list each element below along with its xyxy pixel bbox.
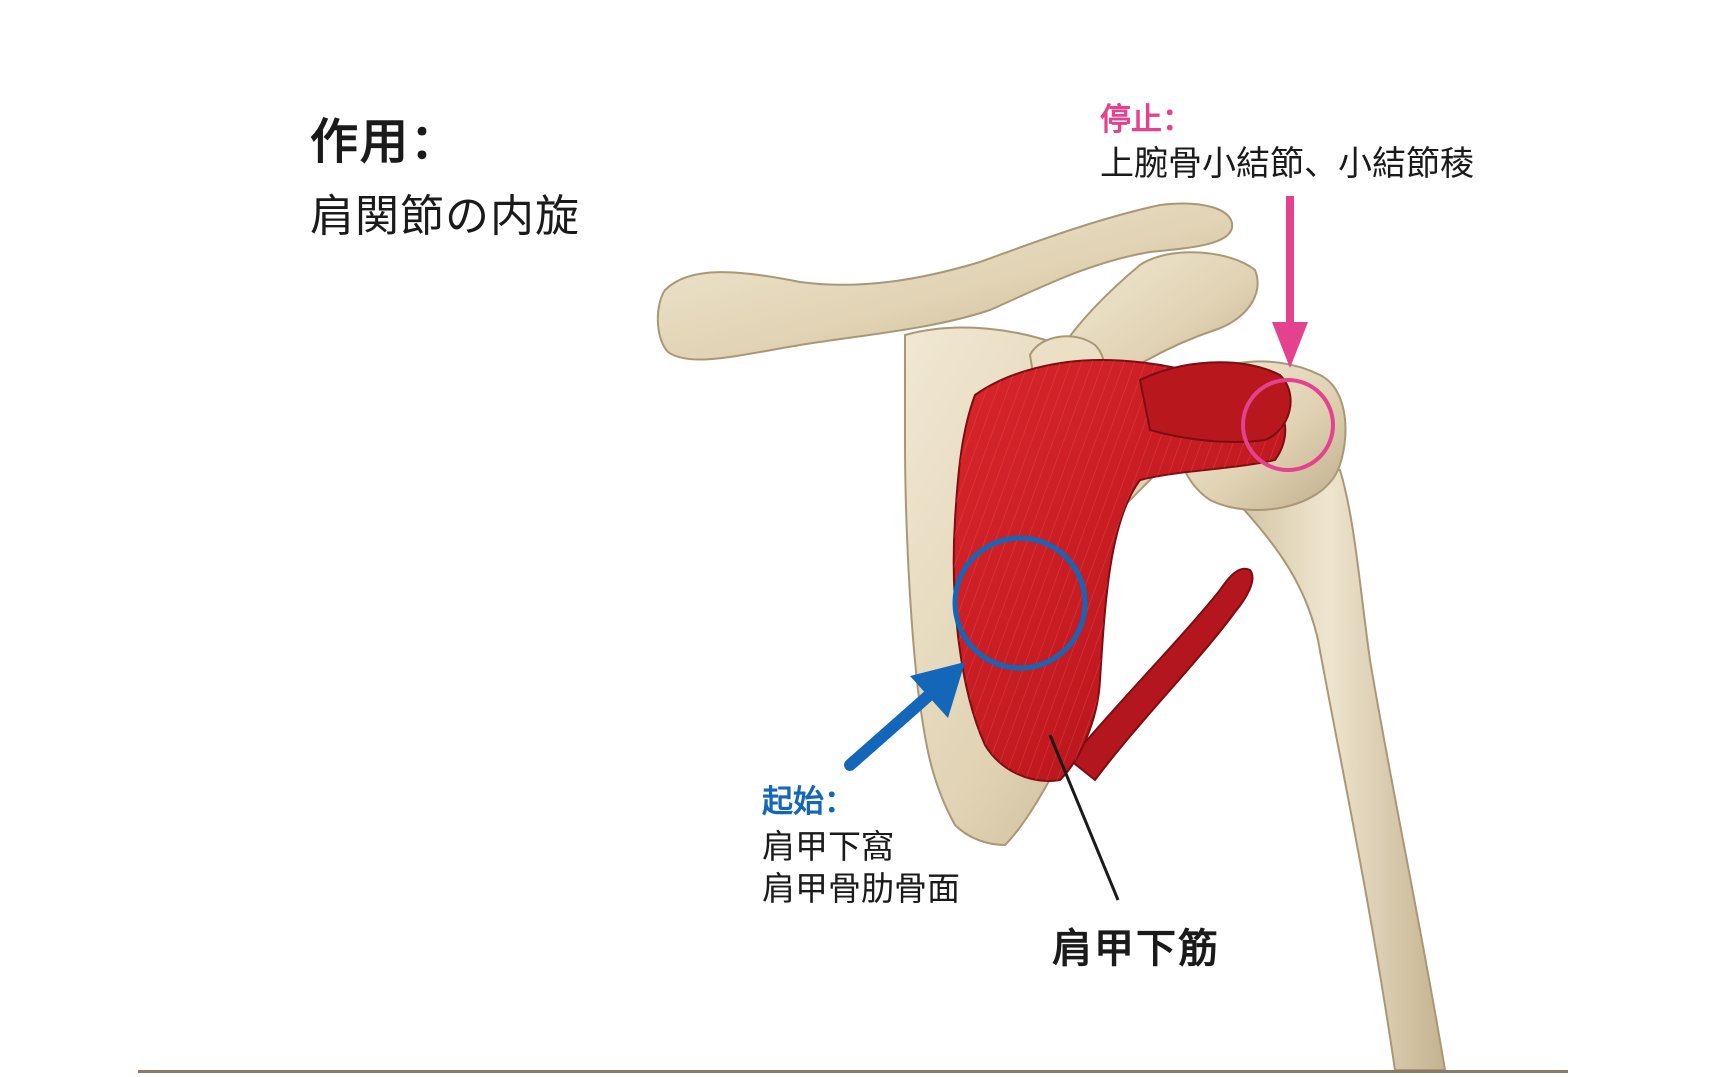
bottom-divider [138,1070,1568,1073]
muscle-name-label: 肩甲下筋 [1052,916,1220,974]
humerus-bone [1210,470,1445,1070]
action-title: 作用： [310,102,460,172]
insertion-text: 上腕骨小結節、小結節稜 [1100,136,1474,185]
insertion-arrow [1272,196,1308,368]
action-text: 肩関節の内旋 [310,180,580,244]
insertion-title: 停止： [1100,94,1193,139]
origin-line-2: 肩甲骨肋骨面 [762,862,960,910]
origin-title: 起始： [762,776,855,821]
origin-line-1: 肩甲下窩 [762,820,894,868]
